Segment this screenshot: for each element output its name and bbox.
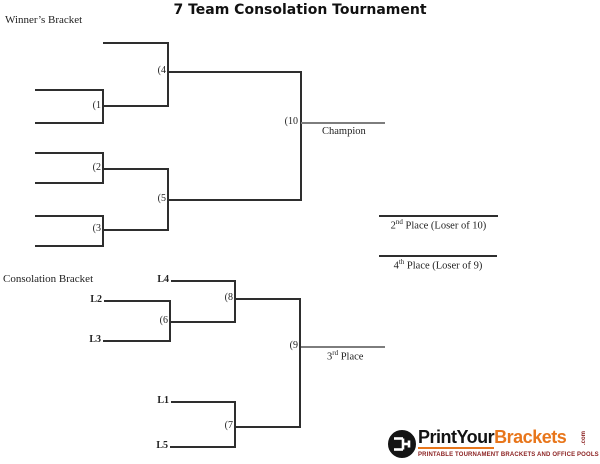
game4-connector bbox=[167, 42, 169, 107]
game2-bottom-line bbox=[35, 182, 103, 184]
third-place-line bbox=[301, 346, 385, 348]
winners-bracket-label: Winner’s Bracket bbox=[5, 14, 83, 26]
loser-l2-label: L2 bbox=[90, 294, 102, 305]
game8-connector bbox=[234, 280, 236, 323]
third-place-rest: Place bbox=[338, 351, 364, 363]
game3-bottom-line bbox=[35, 245, 103, 247]
loser-l3-label: L3 bbox=[89, 334, 101, 345]
printyourbrackets-logo[interactable]: PrintYourBrackets .com PRINTABLE TOURNAM… bbox=[385, 426, 599, 462]
game2-label: (2 bbox=[92, 162, 101, 173]
game6-label: (6 bbox=[159, 315, 168, 326]
third-place-label: 3rd Place bbox=[327, 349, 363, 363]
game10-connector bbox=[300, 71, 302, 201]
game9-label: (9 bbox=[289, 340, 298, 351]
game3-winner-line bbox=[102, 229, 167, 231]
game4-winner-line bbox=[167, 71, 301, 73]
champion-line bbox=[301, 122, 385, 124]
second-place-num: 2 bbox=[390, 220, 396, 232]
fourth-place-rest: Place (Loser of 9) bbox=[404, 260, 483, 272]
loser-l1-label: L1 bbox=[157, 395, 169, 406]
brand-brackets: Brackets bbox=[494, 427, 567, 447]
game2-top-line bbox=[35, 152, 103, 154]
game1-winner-line bbox=[102, 105, 167, 107]
page-title: 7 Team Consolation Tournament bbox=[173, 2, 427, 18]
fourth-place-line bbox=[379, 255, 497, 257]
brand-tagline: PRINTABLE TOURNAMENT BRACKETS AND OFFICE… bbox=[418, 452, 599, 458]
second-place-sup: nd bbox=[395, 218, 403, 226]
l5-line bbox=[170, 446, 236, 448]
game10-label: (10 bbox=[284, 116, 298, 127]
seed-top-line bbox=[103, 42, 168, 44]
loser-l5-label: L5 bbox=[156, 440, 168, 451]
l2-line bbox=[104, 300, 171, 302]
game8-label: (8 bbox=[224, 292, 233, 303]
game4-label: (4 bbox=[157, 65, 166, 76]
third-place-sup: rd bbox=[332, 349, 339, 357]
consolation-bracket-label: Consolation Bracket bbox=[3, 273, 94, 285]
l3-line bbox=[103, 340, 171, 342]
game2-winner-line bbox=[102, 168, 167, 170]
game8-winner-line bbox=[234, 298, 301, 300]
second-place-rest: Place (Loser of 10) bbox=[402, 220, 487, 232]
game9-connector bbox=[299, 298, 301, 428]
game5-winner-line bbox=[167, 199, 301, 201]
game3-top-line bbox=[35, 215, 103, 217]
fourth-place-num: 4 bbox=[393, 260, 399, 272]
champion-label: Champion bbox=[322, 126, 366, 137]
game3-connector bbox=[102, 215, 104, 247]
third-place-num: 3 bbox=[327, 351, 333, 363]
brand-wordmark: PrintYourBrackets bbox=[418, 427, 567, 449]
game6-winner-line bbox=[169, 321, 236, 323]
game7-winner-line bbox=[234, 426, 301, 428]
fourth-place-label: 4th Place (Loser of 9) bbox=[379, 258, 497, 272]
bracket-icon bbox=[387, 429, 417, 459]
second-place-line bbox=[379, 215, 498, 217]
brand-tld: .com bbox=[581, 430, 588, 446]
game3-label: (3 bbox=[92, 223, 101, 234]
game5-label: (5 bbox=[157, 193, 166, 204]
game1-top-line bbox=[35, 89, 103, 91]
loser-l4-label: L4 bbox=[157, 274, 169, 285]
brand-print-your: PrintYour bbox=[418, 427, 495, 449]
game7-connector bbox=[234, 401, 236, 448]
game1-label: (1 bbox=[92, 100, 101, 111]
second-place-label: 2nd Place (Loser of 10) bbox=[379, 218, 498, 232]
l1-line bbox=[171, 401, 236, 403]
l4-line bbox=[171, 280, 236, 282]
fourth-place-sup: th bbox=[398, 258, 405, 266]
game1-bottom-line bbox=[35, 122, 103, 124]
game7-label: (7 bbox=[224, 420, 233, 431]
